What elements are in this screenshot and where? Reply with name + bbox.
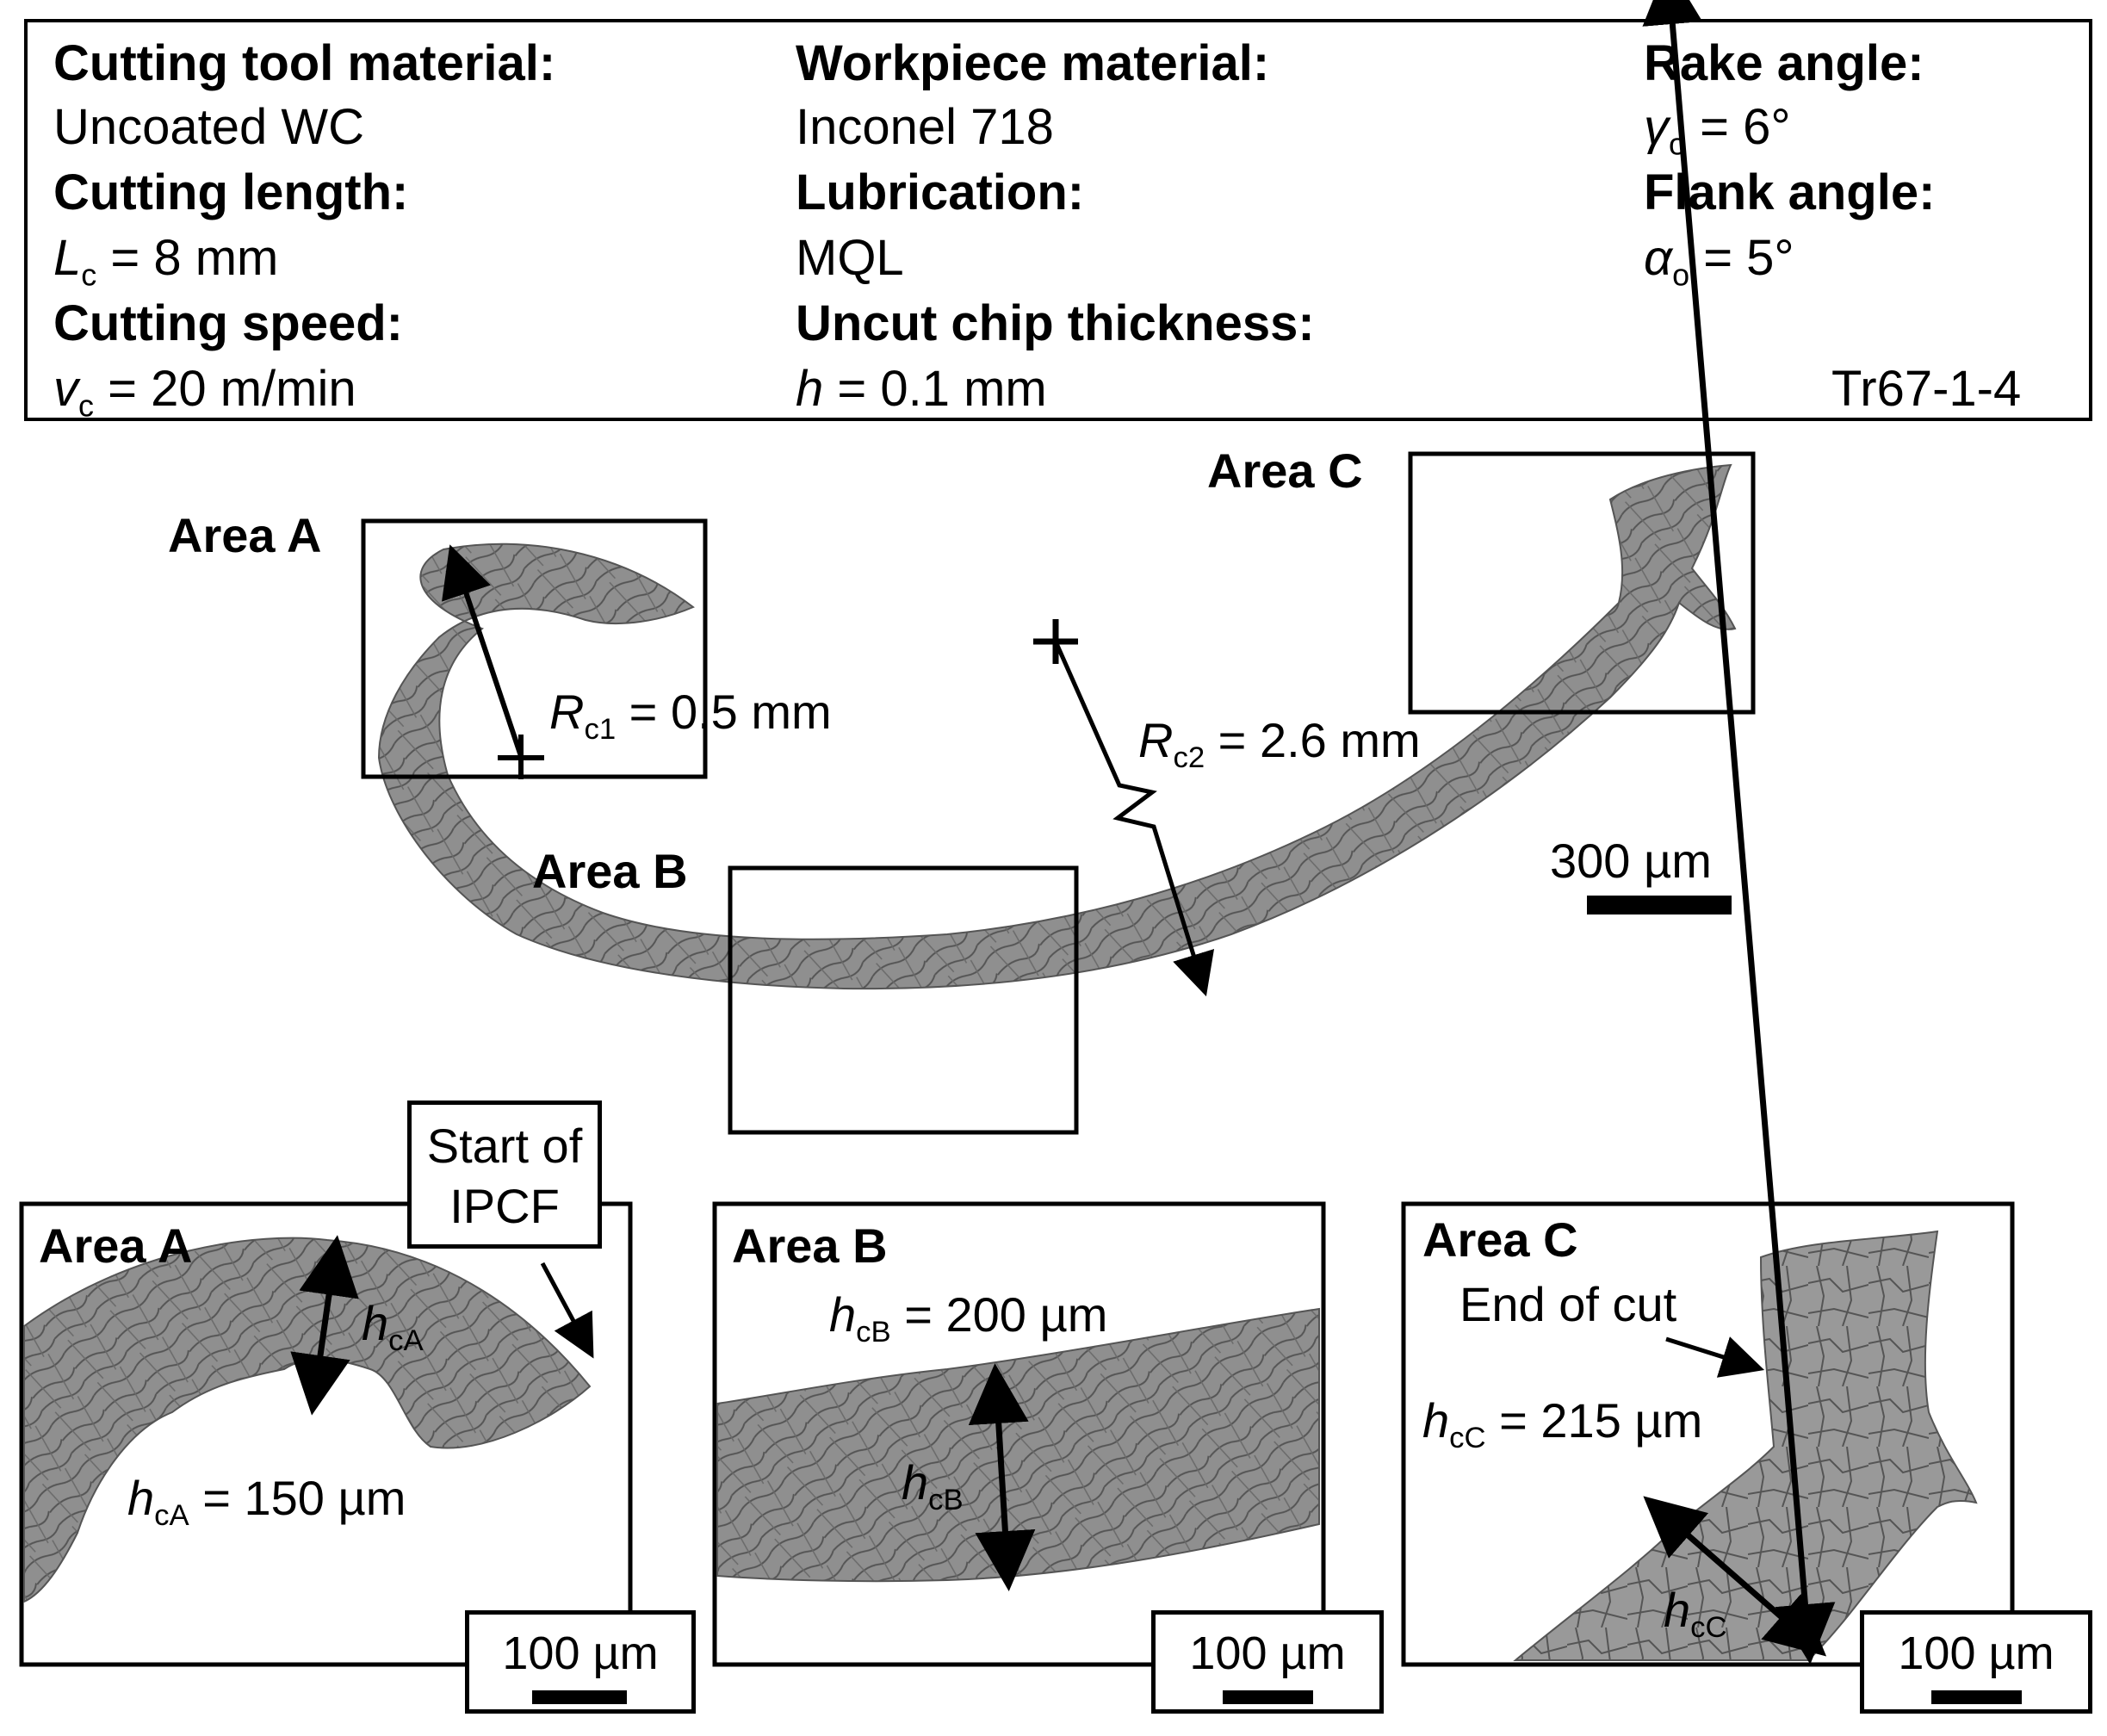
area-c-label: Area C <box>1207 443 1363 498</box>
panel-a-h-label: hcA <box>362 1296 424 1358</box>
tool-material-value: Uncoated WC <box>53 99 365 155</box>
panel-b-scale: 100 µm <box>1151 1610 1384 1714</box>
workpiece-label: Workpiece material: <box>796 35 1270 91</box>
uncut-chip-value: h = 0.1 mm <box>796 361 1047 417</box>
panel-b <box>712 1201 1326 1667</box>
rc2-arrow <box>1053 640 1215 997</box>
rc1-center-mark <box>498 735 544 779</box>
panel-c-h-label: hcC <box>1664 1583 1727 1645</box>
area-b-label: Area B <box>532 844 688 898</box>
panel-a-scale-label: 100 µm <box>502 1628 659 1679</box>
rc1-arrow <box>442 544 524 757</box>
panel-c-title: Area C <box>1422 1212 1578 1267</box>
panel-b-scale-label: 100 µm <box>1189 1628 1346 1679</box>
lubrication-label: Lubrication: <box>796 164 1085 220</box>
main-scale-bar <box>1587 896 1732 914</box>
cutting-speed-label: Cutting speed: <box>53 295 403 351</box>
panel-a-measurement: hcA = 150 µm <box>127 1471 406 1533</box>
panel-c-measurement: hcC = 215 µm <box>1422 1393 1703 1455</box>
panel-b-measurement: hcB = 200 µm <box>829 1287 1108 1349</box>
workpiece-value: Inconel 718 <box>796 99 1054 155</box>
main-scale-label: 300 µm <box>1550 834 1712 888</box>
uncut-chip-label: Uncut chip thickness: <box>796 295 1315 351</box>
panel-a-title: Area A <box>39 1218 193 1273</box>
cutting-length-value: Lc = 8 mm <box>53 230 279 293</box>
panel-b-h-label: hcB <box>902 1455 964 1517</box>
rc2-label: Rc2 = 2.6 mm <box>1138 713 1421 775</box>
panel-c-scale-label: 100 µm <box>1898 1628 2054 1679</box>
ipcf-callout-line2: IPCF <box>449 1179 560 1233</box>
test-id: Tr67-1-4 <box>1831 361 2022 417</box>
ipcf-callout-line1: Start of <box>426 1119 583 1173</box>
panel-a-scale-bar <box>532 1690 627 1704</box>
panel-c-scale-bar <box>1931 1690 2022 1704</box>
panel-c <box>1401 0 2015 1667</box>
area-a-label: Area A <box>168 508 322 562</box>
panel-b-scale-bar <box>1223 1690 1313 1704</box>
panel-b-title: Area B <box>732 1218 888 1273</box>
end-of-cut-label: End of cut <box>1459 1277 1677 1331</box>
panel-a <box>19 1201 633 1667</box>
panel-a-scale: 100 µm <box>465 1610 696 1714</box>
tool-material-label: Cutting tool material: <box>53 35 556 91</box>
ipcf-callout-box: Start of IPCF <box>407 1100 602 1249</box>
area-a-box <box>361 518 708 779</box>
panel-c-scale: 100 µm <box>1860 1610 2092 1714</box>
cutting-speed-value: vc = 20 m/min <box>53 361 356 424</box>
rc1-label: Rc1 = 0.5 mm <box>549 685 832 747</box>
cutting-length-label: Cutting length: <box>53 164 409 220</box>
lubrication-value: MQL <box>796 230 904 286</box>
area-b-box <box>728 865 1079 1135</box>
